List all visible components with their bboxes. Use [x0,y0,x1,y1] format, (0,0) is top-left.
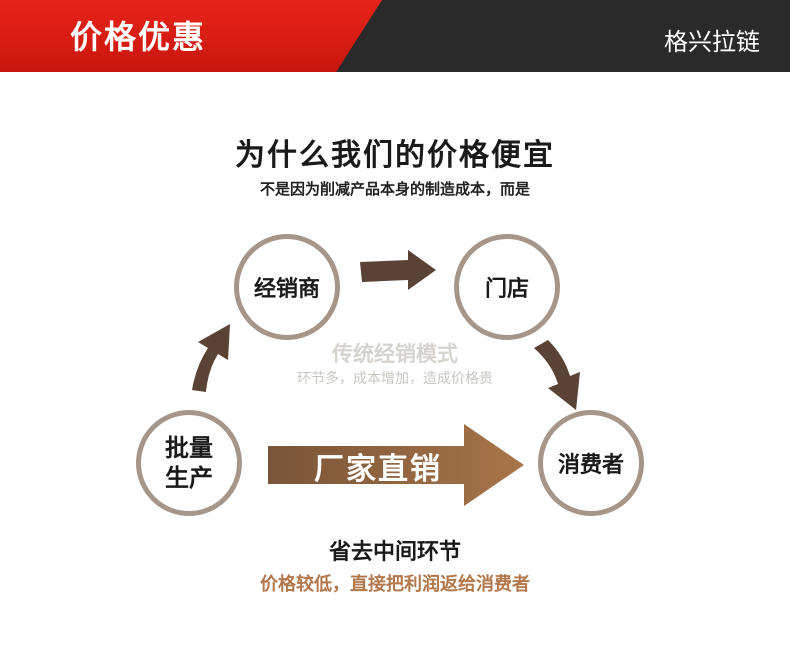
header-title: 价格优惠 [70,18,207,56]
node-production-text: 批量 生产 [165,433,213,493]
direct-sales-arrow [268,424,524,506]
direct-sales-label: 厂家直销 [314,452,442,487]
arrow-production-to-distributor [192,324,230,392]
node-distributor-label: 经销商 [253,276,320,302]
node-production: 批量 生产 [136,410,242,516]
traditional-model-subtitle: 环节多，成本增加，造成价格贵 [297,371,493,387]
node-store: 门店 [454,234,560,340]
footer-title: 省去中间环节 [328,539,461,565]
node-production-line2: 生产 [165,463,213,492]
arrow-store-to-consumer [534,340,580,410]
main-subtitle: 不是因为削减产品本身的制造成本，而是 [259,180,530,198]
node-consumer-label: 消费者 [557,452,624,478]
main-title: 为什么我们的价格便宜 [235,138,555,173]
node-distributor: 经销商 [234,234,340,340]
footer-subtitle: 价格较低，直接把利润返给消费者 [260,574,530,595]
brand-name: 格兴拉链 [664,28,760,56]
node-store-label: 门店 [484,276,529,302]
node-production-line1: 批量 [165,433,213,462]
arrow-distributor-to-store [360,250,436,290]
header-red-banner [0,0,382,72]
traditional-model-title: 传统经销模式 [332,341,458,366]
node-consumer: 消费者 [538,410,644,516]
header-bar: 价格优惠 格兴拉链 [0,0,790,72]
